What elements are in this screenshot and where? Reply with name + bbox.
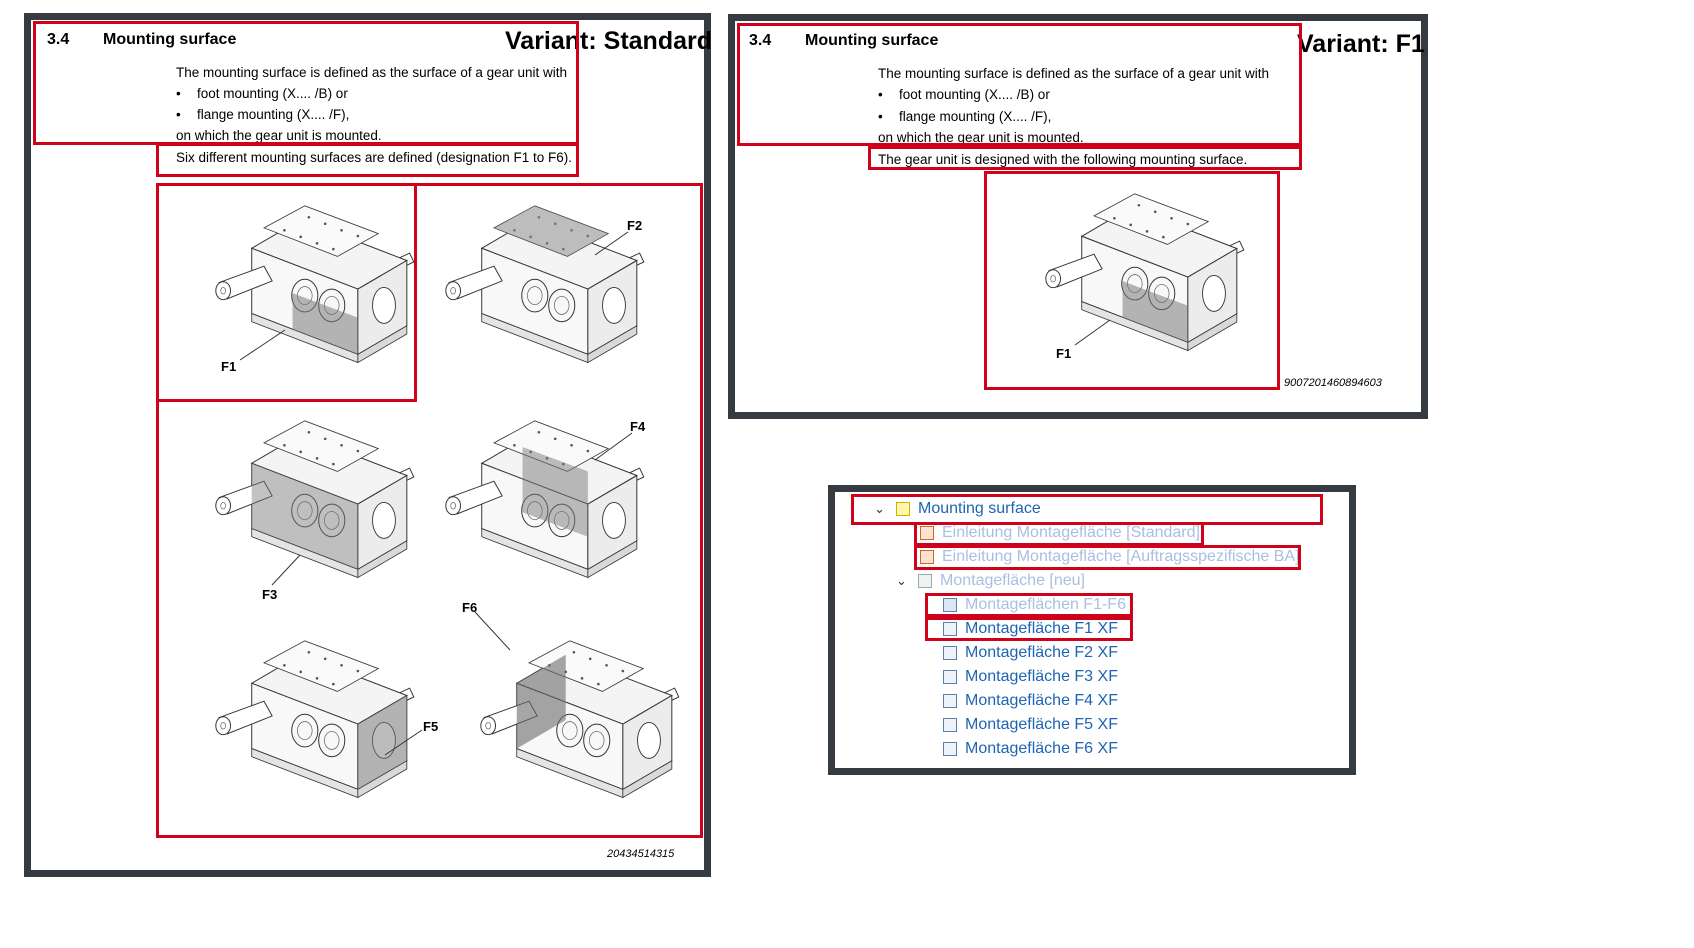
highlight-tree-mounting-surface [851,494,1323,525]
tree-item-montageflaeche-f4-xf[interactable]: Montagefläche F4 XF [943,689,1118,713]
gear-unit-f2-image [445,205,645,364]
tree-item-label: Montagefläche F5 XF [965,716,1118,733]
highlight-designed-with [868,146,1302,170]
tree-item-label: Einleitung Montagefläche [Auftragsspezif… [942,548,1300,565]
figure-label-f1: F1 [221,359,237,374]
highlight-tree-montageflaechen-f1-f6 [925,593,1133,617]
variant-label: Variant: Standard [505,27,712,55]
image-icon [943,598,957,612]
image-icon [943,646,957,660]
image-icon [943,718,957,732]
bullet-foot-mounting: foot mounting (X.... /B) or [899,87,1050,102]
image-icon [943,694,957,708]
tree-item-montageflaeche-f3-xf[interactable]: Montagefläche F3 XF [943,665,1118,689]
figure-label-f5: F5 [423,719,439,734]
f1-variant-page [728,14,1428,419]
image-icon [943,622,957,636]
tree-item-mounting-surface[interactable]: ⌄ Mounting surface [874,497,1041,521]
tree-item-einleitung-standard[interactable]: Einleitung Montagefläche [Standard] [920,521,1200,545]
tree-item-label: Montagefläche F3 XF [965,668,1118,685]
highlight-f1-figure [984,171,1280,390]
bullet-marker: • [176,86,181,101]
tree-item-label: Montagefläche F6 XF [965,740,1118,757]
bullet-foot-mounting: foot mounting (X.... /B) or [197,86,348,101]
gear-unit-f4-image [445,420,645,579]
figure-label-f6: F6 [462,600,478,615]
bullet-marker: • [176,107,181,122]
figure-label-f1: F1 [1056,346,1072,361]
figure-label-f4: F4 [630,419,646,434]
tree-item-montageflaeche-f2-xf[interactable]: Montagefläche F2 XF [943,641,1118,665]
gear-unit-f3-image [215,420,415,579]
designed-with-text: The gear unit is designed with the follo… [878,152,1248,167]
tree-item-label: Mounting surface [918,500,1041,517]
tree-item-label: Montagefläche F2 XF [965,644,1118,661]
gear-unit-f5-image [215,640,415,799]
bullet-marker: • [878,87,883,102]
chevron-down-icon[interactable]: ⌄ [896,573,907,588]
figure-label-f2: F2 [627,218,643,233]
highlight-six-surfaces [156,143,579,177]
tree-item-montageflaechen-f1-f6[interactable]: Montageflächen F1-F6 [943,593,1126,617]
closing-text: on which the gear unit is mounted. [176,128,382,143]
highlight-f1-figure [156,183,417,402]
topic-icon [920,550,934,564]
tree-item-label: Montagefläche [neu] [940,572,1085,589]
highlight-tree-einleitung-standard [914,522,1204,546]
bullet-marker: • [878,109,883,124]
folder-icon [896,502,910,516]
section-number: 3.4 [749,32,772,49]
chevron-down-icon[interactable]: ⌄ [874,501,885,516]
tree-item-einleitung-auftragsspezifisch[interactable]: Einleitung Montagefläche [Auftragsspezif… [920,545,1300,569]
intro-text: The mounting surface is defined as the s… [878,66,1269,81]
bullet-flange-mounting: flange mounting (X.... /F), [197,107,350,122]
variant-label: Variant: F1 [1297,30,1425,58]
section-number: 3.4 [47,31,70,48]
image-icon [943,670,957,684]
tree-item-montageflaeche-neu[interactable]: ⌄ Montagefläche [neu] [896,569,1085,593]
folder-icon [918,574,932,588]
highlight-intro-block [737,23,1302,146]
highlight-tree-montageflaeche-f1-xf [925,617,1133,641]
tree-item-montageflaeche-f6-xf[interactable]: Montagefläche F6 XF [943,737,1118,761]
figure-label-f3: F3 [262,587,278,602]
highlight-figure-area [156,183,703,838]
section-title: Mounting surface [805,32,939,49]
tree-item-label: Montagefläche F1 XF [965,620,1118,637]
highlight-tree-einleitung-auftragsspezifisch [914,545,1301,570]
figure-id: 20434514315 [607,848,675,860]
gear-unit-f1-image [215,205,415,364]
topic-icon [920,526,934,540]
intro-text: The mounting surface is defined as the s… [176,65,567,80]
tree-item-montageflaeche-f1-xf[interactable]: Montagefläche F1 XF [943,617,1118,641]
six-surfaces-text: Six different mounting surfaces are defi… [176,150,572,165]
figure-id: 9007201460894603 [1284,377,1382,389]
tree-item-label: Montageflächen F1-F6 [965,596,1126,613]
tree-item-label: Einleitung Montagefläche [Standard] [942,524,1200,541]
tree-item-montageflaeche-f5-xf[interactable]: Montagefläche F5 XF [943,713,1118,737]
gear-unit-f6-image [480,640,680,799]
image-icon [943,742,957,756]
bullet-flange-mounting: flange mounting (X.... /F), [899,109,1052,124]
tree-item-label: Montagefläche F4 XF [965,692,1118,709]
section-title: Mounting surface [103,31,237,48]
closing-text: on which the gear unit is mounted. [878,130,1084,145]
gear-unit-f1-image [1045,193,1245,352]
